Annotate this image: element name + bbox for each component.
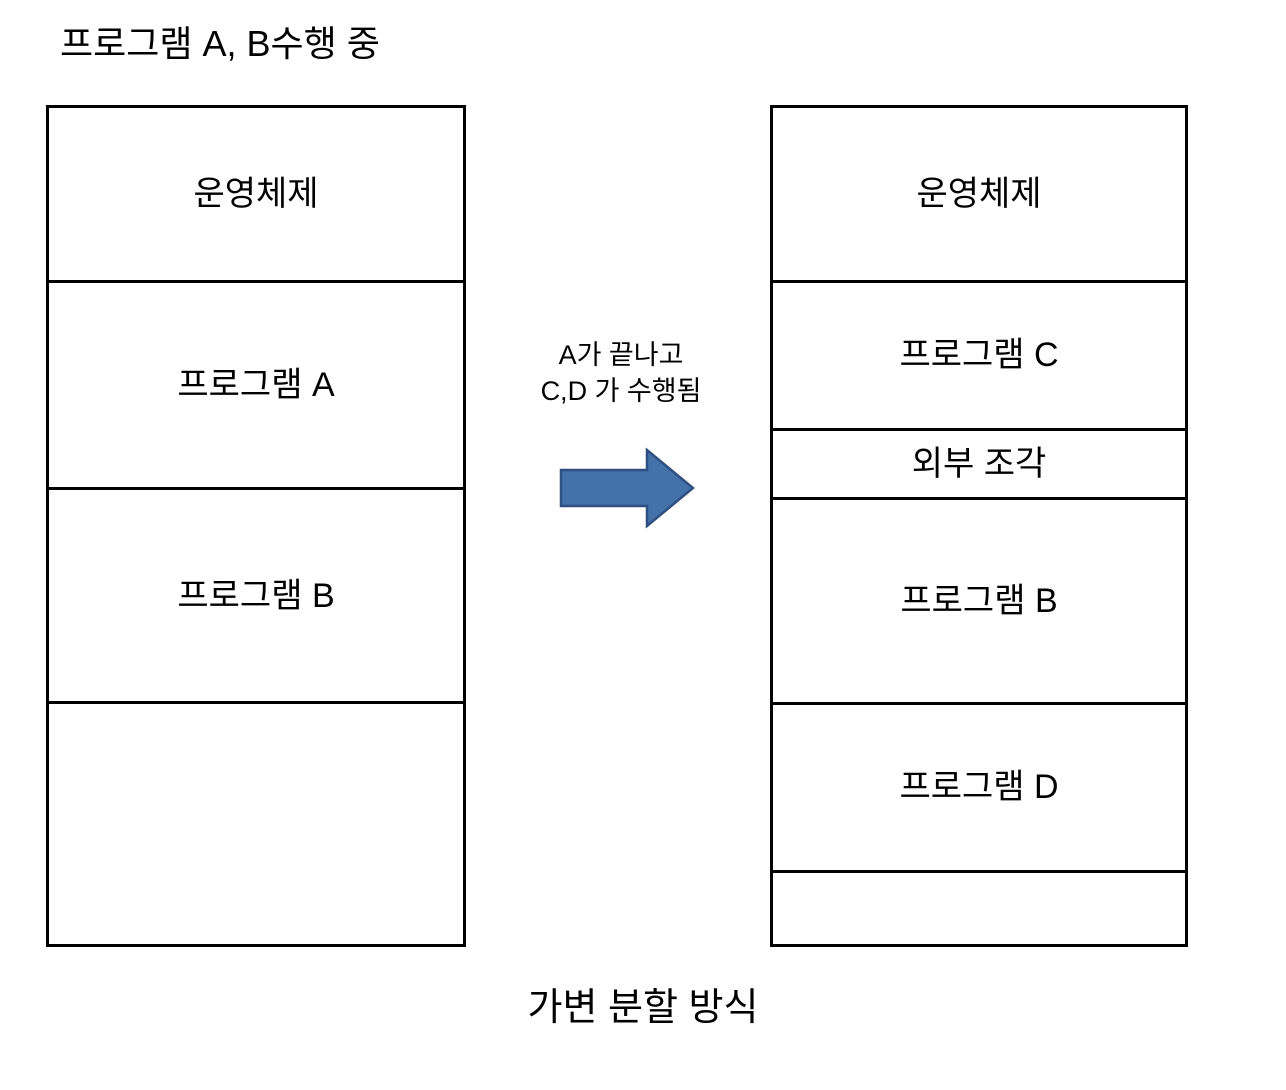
memory-block-label: 운영체제 bbox=[916, 174, 1042, 213]
memory-block-label: 프로그램 C bbox=[899, 336, 1059, 375]
memory-block-program-a: 프로그램 A bbox=[49, 283, 463, 491]
transition-note-line-2: C,D 가 수행됨 bbox=[540, 376, 702, 406]
memory-block-external-fragment: 외부 조각 bbox=[773, 431, 1185, 501]
memory-block-free-before bbox=[49, 704, 463, 944]
memory-block-program-d: 프로그램 D bbox=[773, 705, 1185, 873]
memory-block-os-after: 운영체제 bbox=[773, 108, 1185, 283]
memory-block-os-before: 운영체제 bbox=[49, 108, 463, 283]
memory-block-label: 운영체제 bbox=[193, 174, 319, 213]
memory-table-before: 운영체제 프로그램 A 프로그램 B bbox=[46, 105, 466, 947]
memory-block-label: 외부 조각 bbox=[911, 444, 1047, 483]
transition-note: A가 끝나고 C,D 가 수행됨 bbox=[496, 337, 746, 409]
memory-block-free-after bbox=[773, 873, 1185, 944]
memory-block-label: 프로그램 B bbox=[177, 576, 335, 615]
memory-block-program-c: 프로그램 C bbox=[773, 283, 1185, 431]
memory-block-label: 프로그램 A bbox=[177, 366, 335, 404]
page-title: 프로그램 A, B수행 중 bbox=[60, 23, 380, 64]
right-block-arrow-icon bbox=[559, 447, 695, 529]
memory-block-program-b-before: 프로그램 B bbox=[49, 490, 463, 704]
memory-block-label: 프로그램 D bbox=[899, 768, 1059, 807]
memory-block-label: 프로그램 B bbox=[900, 581, 1058, 620]
memory-table-after: 운영체제 프로그램 C 외부 조각 프로그램 B 프로그램 D bbox=[770, 105, 1188, 947]
transition-note-line-1: A가 끝나고 bbox=[558, 340, 684, 370]
memory-block-program-b-after: 프로그램 B bbox=[773, 500, 1185, 705]
diagram-caption: 가변 분할 방식 bbox=[527, 987, 759, 1029]
